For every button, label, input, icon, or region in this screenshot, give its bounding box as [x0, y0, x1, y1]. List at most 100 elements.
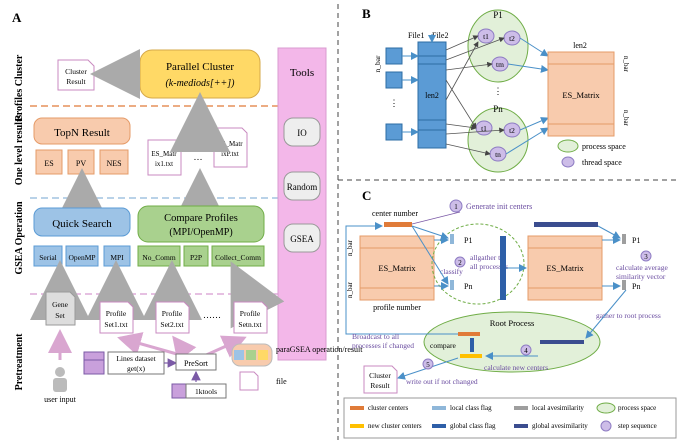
legend-op-label: paraGSEA operation/result — [276, 345, 363, 354]
pn-c-left: Pn — [464, 282, 472, 291]
c-arrow-gather — [585, 289, 627, 339]
profile1-line1: Profile — [106, 309, 127, 318]
allgather-line1: allgather to — [470, 253, 504, 262]
ktools-icon — [171, 383, 187, 399]
root-global-avesim — [540, 340, 584, 344]
cluster-result-line1: Cluster — [65, 67, 87, 76]
panel-b-label: B — [362, 6, 371, 21]
parallel-cluster-box — [139, 49, 261, 99]
fan-7 — [445, 127, 505, 135]
legend-c-swatch-2 — [514, 406, 528, 410]
n-bar-c-2: n_bar — [346, 281, 354, 298]
step-2-num: 2 — [458, 259, 462, 267]
step1-link — [411, 211, 461, 225]
step-5-num: 5 — [426, 361, 430, 369]
es-matrix-c — [359, 235, 435, 301]
profile2-line2: Set2.txt — [160, 320, 184, 329]
n-bar-b-r2: n_bar — [622, 110, 630, 127]
file1-block-1 — [385, 47, 403, 65]
user-input-label: user input — [44, 395, 77, 404]
t1-pn-label: t1 — [481, 124, 487, 133]
gather-root-label: gather to root process — [596, 311, 661, 320]
file2-label: File2 — [432, 31, 448, 40]
compare-subtitle: (MPI/OpenMP) — [169, 227, 232, 238]
global-class-flag — [500, 236, 506, 300]
process-p1 — [467, 9, 529, 83]
legend-c-label-2: local avesimilarity — [532, 404, 584, 412]
arrow-profilen-up — [230, 261, 285, 329]
ktools-box — [185, 383, 227, 399]
legend-c-label-6: global avesimilarity — [532, 422, 588, 430]
panel-c-label: C — [362, 188, 371, 203]
es-fileP-line2: ixP.txt — [221, 150, 239, 158]
es-fileP-line1: ES_Matr — [217, 140, 243, 148]
tm-p1-label: tm — [496, 60, 504, 69]
local-flag-pn — [450, 280, 454, 290]
cmp-p2p-label: P2P — [190, 253, 202, 262]
calc-new-label: calculate new centers — [484, 363, 548, 372]
tool-gsea-label: GSEA — [290, 234, 314, 244]
es-matrix-b — [547, 51, 615, 137]
tool-io — [283, 117, 321, 147]
ktools-label: 1ktools — [195, 387, 217, 396]
root-old-centers — [458, 332, 480, 336]
profile-file-1 — [99, 301, 134, 334]
step-5-circle — [422, 358, 434, 370]
legend-file-label: file — [276, 377, 287, 386]
c-arrow-broadcast — [345, 222, 458, 335]
cluster-result-line2: Result — [66, 77, 86, 86]
legend-c-swatch-1 — [432, 406, 446, 410]
step-4-num: 4 — [524, 347, 528, 355]
lines-dataset-line1: Lines dataset — [116, 354, 156, 363]
step-4-circle — [520, 344, 532, 356]
topn-box — [33, 117, 131, 145]
file1-block-2 — [385, 71, 403, 89]
lane-profiles-cluster: Profiles Cluster — [14, 54, 25, 121]
gene-set-file — [45, 291, 76, 326]
legend-c-swatch-7 — [600, 420, 612, 432]
parallel-cluster-subtitle: (k-mediods[++]) — [165, 78, 235, 89]
fan-1 — [445, 35, 479, 51]
root-new-centers — [460, 354, 482, 358]
es-file1-line1: ES_Matr — [151, 150, 177, 158]
lines-dataset-line2: get(x) — [127, 364, 145, 373]
step-3-num: 3 — [644, 253, 648, 261]
p1-label: P1 — [493, 10, 503, 20]
es-files-dots: … — [194, 152, 203, 162]
file1-block-n — [385, 123, 403, 141]
step-1-num: 1 — [454, 203, 458, 211]
legend-c-swatch-0 — [350, 406, 364, 410]
profiles-dots: …… — [203, 310, 221, 320]
b-arrow-3 — [519, 117, 549, 131]
profile-file-2 — [155, 301, 190, 334]
profilen-line1: Profile — [240, 309, 261, 318]
legend-c-swatch-6 — [514, 424, 528, 428]
qs-mpi-label: MPI — [110, 253, 124, 262]
es-file1-line2: ix1.txt — [155, 160, 173, 168]
qs-serial-label: Serial — [39, 253, 57, 262]
arrow-presort-to-profile1 — [117, 332, 185, 358]
file1-label: File1 — [408, 31, 424, 40]
process-pn — [467, 107, 529, 173]
len2-top: len2 — [573, 41, 587, 50]
legend-process-label: process space — [582, 142, 626, 151]
calc-avg-line2: similarity vector — [616, 272, 666, 281]
process-dots: ⋮ — [494, 86, 503, 96]
lane-pretreatment: Pretreatment — [14, 333, 25, 390]
legend-c-label-4: new cluster centers — [368, 422, 422, 430]
c-arrow-center-pn — [411, 225, 449, 285]
root-global-flag — [470, 338, 474, 352]
local-avesim-pn — [622, 280, 626, 290]
qs-openmp-label: OpenMP — [68, 253, 95, 262]
tn-pn-label: tn — [495, 150, 501, 159]
panel-c: C 1 Generate init centers center number … — [343, 188, 677, 439]
legend-process-swatch — [557, 139, 579, 153]
legend-c-label-5: global class flag — [450, 422, 496, 430]
step-2-circle — [454, 256, 466, 268]
fan-3 — [445, 61, 493, 71]
lane-one-level-results: One level results — [14, 115, 25, 185]
step-1-label: Generate init centers — [466, 202, 532, 211]
quick-search-title: Quick Search — [52, 218, 112, 230]
arrow-presort-to-profile2 — [172, 335, 197, 362]
